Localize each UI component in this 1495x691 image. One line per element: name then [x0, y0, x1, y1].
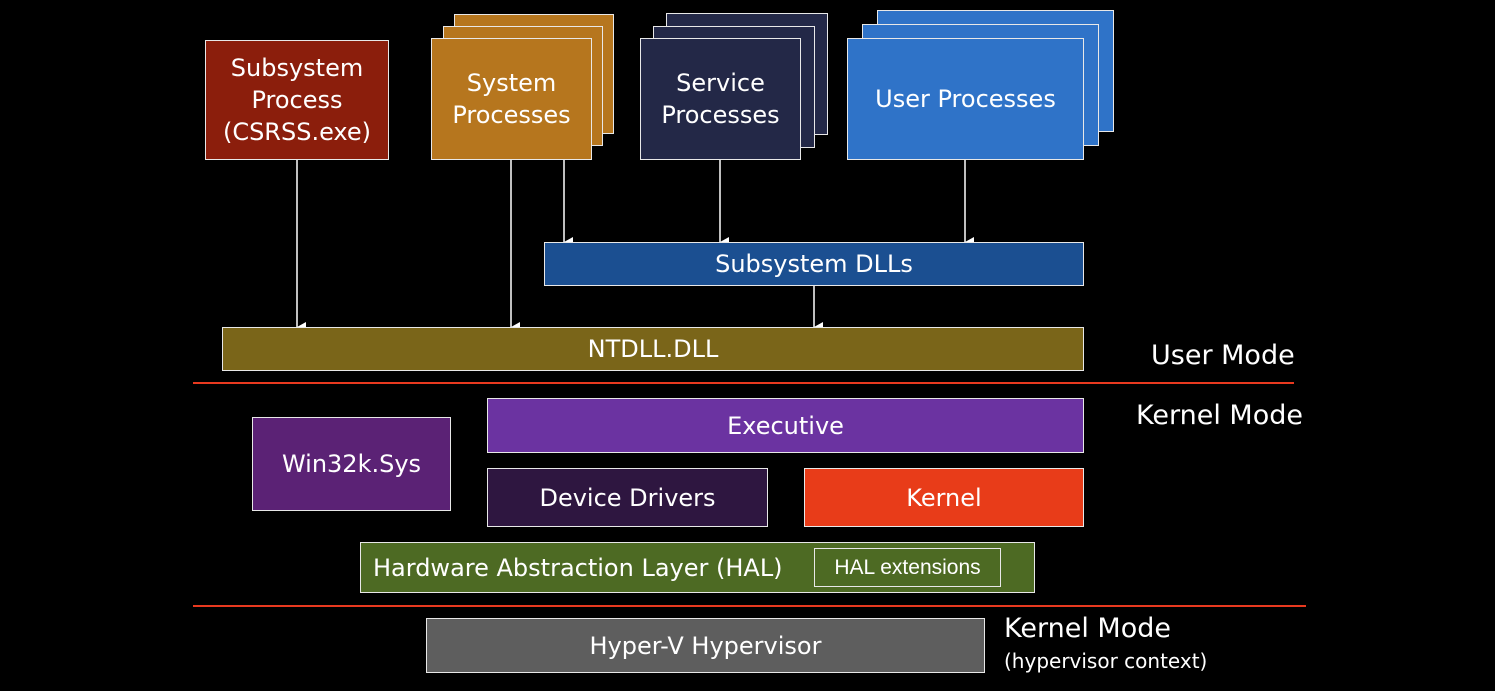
user-processes-box: User Processes	[847, 38, 1084, 160]
ntdll-label: NTDLL.DLL	[587, 335, 719, 363]
user-processes-label: User Processes	[875, 85, 1056, 113]
service-processes-line-2: Processes	[661, 101, 780, 129]
hypervisor-box: Hyper-V Hypervisor	[426, 618, 985, 673]
service-processes-box: Service Processes	[640, 38, 801, 160]
user-mode-label: User Mode	[1151, 340, 1295, 371]
executive-label: Executive	[727, 411, 844, 440]
subsystem-process-line-2: Process	[251, 86, 343, 114]
system-processes-line-2: Processes	[452, 101, 571, 129]
subsystem-dlls-label: Subsystem DLLs	[715, 250, 913, 278]
kernel-mode-hv-label: Kernel Mode	[1004, 613, 1171, 644]
device-drivers-label: Device Drivers	[539, 483, 716, 512]
system-processes-box: System Processes	[431, 38, 592, 160]
kernel-box: Kernel	[804, 468, 1084, 527]
subsystem-dlls-box: Subsystem DLLs	[544, 242, 1084, 286]
hal-extensions-label: HAL extensions	[834, 555, 981, 579]
service-processes-line-1: Service	[676, 69, 765, 97]
executive-box: Executive	[487, 398, 1084, 453]
user-kernel-divider	[193, 382, 1294, 384]
win32k-label: Win32k.Sys	[281, 450, 422, 478]
subsystem-process-box: Subsystem Process (CSRSS.exe)	[205, 40, 389, 160]
hal-label: Hardware Abstraction Layer (HAL)	[373, 553, 783, 582]
hal-extensions-box: HAL extensions	[814, 548, 1001, 587]
subsystem-process-line-1: Subsystem	[230, 54, 364, 82]
win32k-box: Win32k.Sys	[252, 417, 451, 511]
kernel-hypervisor-divider	[193, 605, 1306, 607]
device-drivers-box: Device Drivers	[487, 468, 768, 527]
kernel-label: Kernel	[906, 483, 982, 512]
system-processes-line-1: System	[466, 69, 557, 97]
kernel-mode-label: Kernel Mode	[1136, 400, 1303, 431]
hypervisor-label: Hyper-V Hypervisor	[589, 631, 822, 660]
subsystem-process-line-3: (CSRSS.exe)	[222, 118, 372, 146]
kernel-mode-hv-sublabel: (hypervisor context)	[1004, 649, 1208, 673]
ntdll-box: NTDLL.DLL	[222, 327, 1084, 371]
